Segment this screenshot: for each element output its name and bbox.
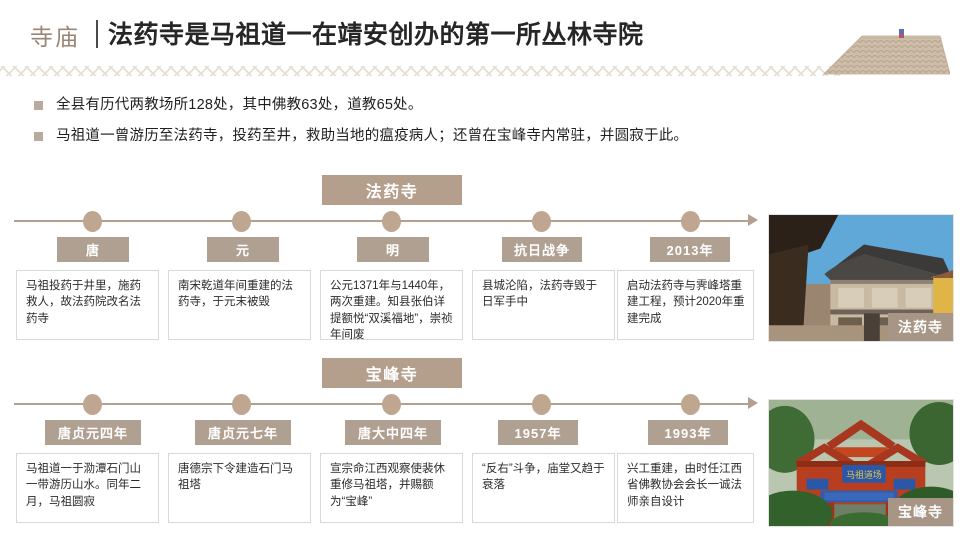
photo-baofengsi: 马祖道场 宝峰寺 — [768, 399, 954, 527]
timeline-card-text: 县城沦陷，法药寺毁于日军手中 — [482, 280, 597, 309]
slide-header: 寺庙 法药寺是马祖道一在靖安创办的第一所丛林寺院 — [0, 0, 960, 86]
header-separator — [96, 20, 98, 48]
list-item: 全县有历代两教场所128处，其中佛教63处，道教65处。 — [30, 95, 790, 116]
era-label: 2013年 — [650, 237, 730, 262]
timeline-card-text: “反右”斗争，庙堂又趋于衰落 — [482, 463, 605, 492]
era-label: 唐大中四年 — [345, 420, 441, 445]
timeline-arrow-icon — [748, 214, 758, 226]
list-item: 马祖道一曾游历至法药寺，投药至井，救助当地的瘟疫病人；还曾在宝峰寺内常驻，并圆寂… — [30, 126, 790, 147]
bullet-text: 马祖道一曾游历至法药寺，投药至井，救助当地的瘟疫病人；还曾在宝峰寺内常驻，并圆寂… — [56, 128, 689, 145]
wavy-divider — [0, 62, 840, 76]
timeline-tag: 宝峰寺 — [322, 358, 462, 388]
era-label: 唐 — [57, 237, 129, 262]
timeline-card: 马祖道一于泐潭石门山一带游历山水。同年二月，马祖圆寂 — [16, 453, 159, 523]
timeline-node — [232, 211, 251, 232]
timeline-node — [232, 394, 251, 415]
era-label: 元 — [207, 237, 279, 262]
timeline-card: 宣宗命江西观察使裴休重修马祖塔，并赐额为“宝峰” — [320, 453, 463, 523]
photo-caption: 法药寺 — [888, 313, 953, 341]
timeline-node — [532, 394, 551, 415]
timeline-node — [532, 211, 551, 232]
timeline-node — [681, 211, 700, 232]
timeline-node — [382, 394, 401, 415]
timeline-tag: 法药寺 — [322, 175, 462, 205]
timeline-card: 兴工重建，由时任江西省佛教协会会长一诚法师亲自设计 — [617, 453, 754, 523]
timeline-card: 马祖投药于井里，施药救人，故法药院改名法药寺 — [16, 270, 159, 340]
timeline-card-text: 唐德宗下令建造石门马祖塔 — [178, 463, 293, 492]
era-label: 唐贞元七年 — [195, 420, 291, 445]
timeline-card: 县城沦陷，法药寺毁于日军手中 — [472, 270, 615, 340]
bullet-text: 全县有历代两教场所128处，其中佛教63处，道教65处。 — [56, 97, 423, 113]
header-kicker: 寺庙 — [30, 24, 80, 50]
timeline-node — [382, 211, 401, 232]
bullet-square-icon — [34, 101, 43, 110]
timeline-card-text: 宣宗命江西观察使裴休重修马祖塔，并赐额为“宝峰” — [330, 463, 445, 508]
timeline-card-text: 兴工重建，由时任江西省佛教协会会长一诚法师亲自设计 — [627, 463, 742, 508]
era-label: 明 — [357, 237, 429, 262]
era-label: 1957年 — [498, 420, 578, 445]
timeline-card: 启动法药寺与霁峰塔重建工程，预计2020年重建完成 — [617, 270, 754, 340]
era-label: 唐贞元四年 — [45, 420, 141, 445]
timeline-node — [83, 394, 102, 415]
timeline-card-text: 公元1371年与1440年，两次重建。知县张伯详提额悦“双溪福地”，崇祯年间废 — [330, 280, 453, 341]
era-label: 1993年 — [648, 420, 728, 445]
svg-text:马祖道场: 马祖道场 — [846, 469, 882, 481]
timeline-node — [681, 394, 700, 415]
timeline-arrow-icon — [748, 397, 758, 409]
timeline-card-text: 南宋乾道年间重建的法药寺，于元末被毁 — [178, 280, 293, 309]
page-title: 法药寺是马祖道一在靖安创办的第一所丛林寺院 — [108, 21, 644, 49]
temple-roof-icon — [818, 28, 950, 80]
photo-caption: 宝峰寺 — [888, 498, 953, 526]
timeline-card-text: 启动法药寺与霁峰塔重建工程，预计2020年重建完成 — [627, 280, 745, 325]
photo-fayaosi: 法药寺 — [768, 214, 954, 342]
timeline-node — [83, 211, 102, 232]
timeline-card: 唐德宗下令建造石门马祖塔 — [168, 453, 311, 523]
timeline-card: “反右”斗争，庙堂又趋于衰落 — [472, 453, 615, 523]
timeline-card: 公元1371年与1440年，两次重建。知县张伯详提额悦“双溪福地”，崇祯年间废 — [320, 270, 463, 341]
timeline-card: 南宋乾道年间重建的法药寺，于元末被毁 — [168, 270, 311, 340]
timeline-card-text: 马祖道一于泐潭石门山一带游历山水。同年二月，马祖圆寂 — [26, 463, 141, 508]
era-label: 抗日战争 — [502, 237, 582, 262]
bullet-square-icon — [34, 132, 43, 142]
bullet-list: 全县有历代两教场所128处，其中佛教63处，道教65处。 马祖道一曾游历至法药寺… — [30, 95, 790, 157]
timeline-card-text: 马祖投药于井里，施药救人，故法药院改名法药寺 — [26, 280, 141, 325]
